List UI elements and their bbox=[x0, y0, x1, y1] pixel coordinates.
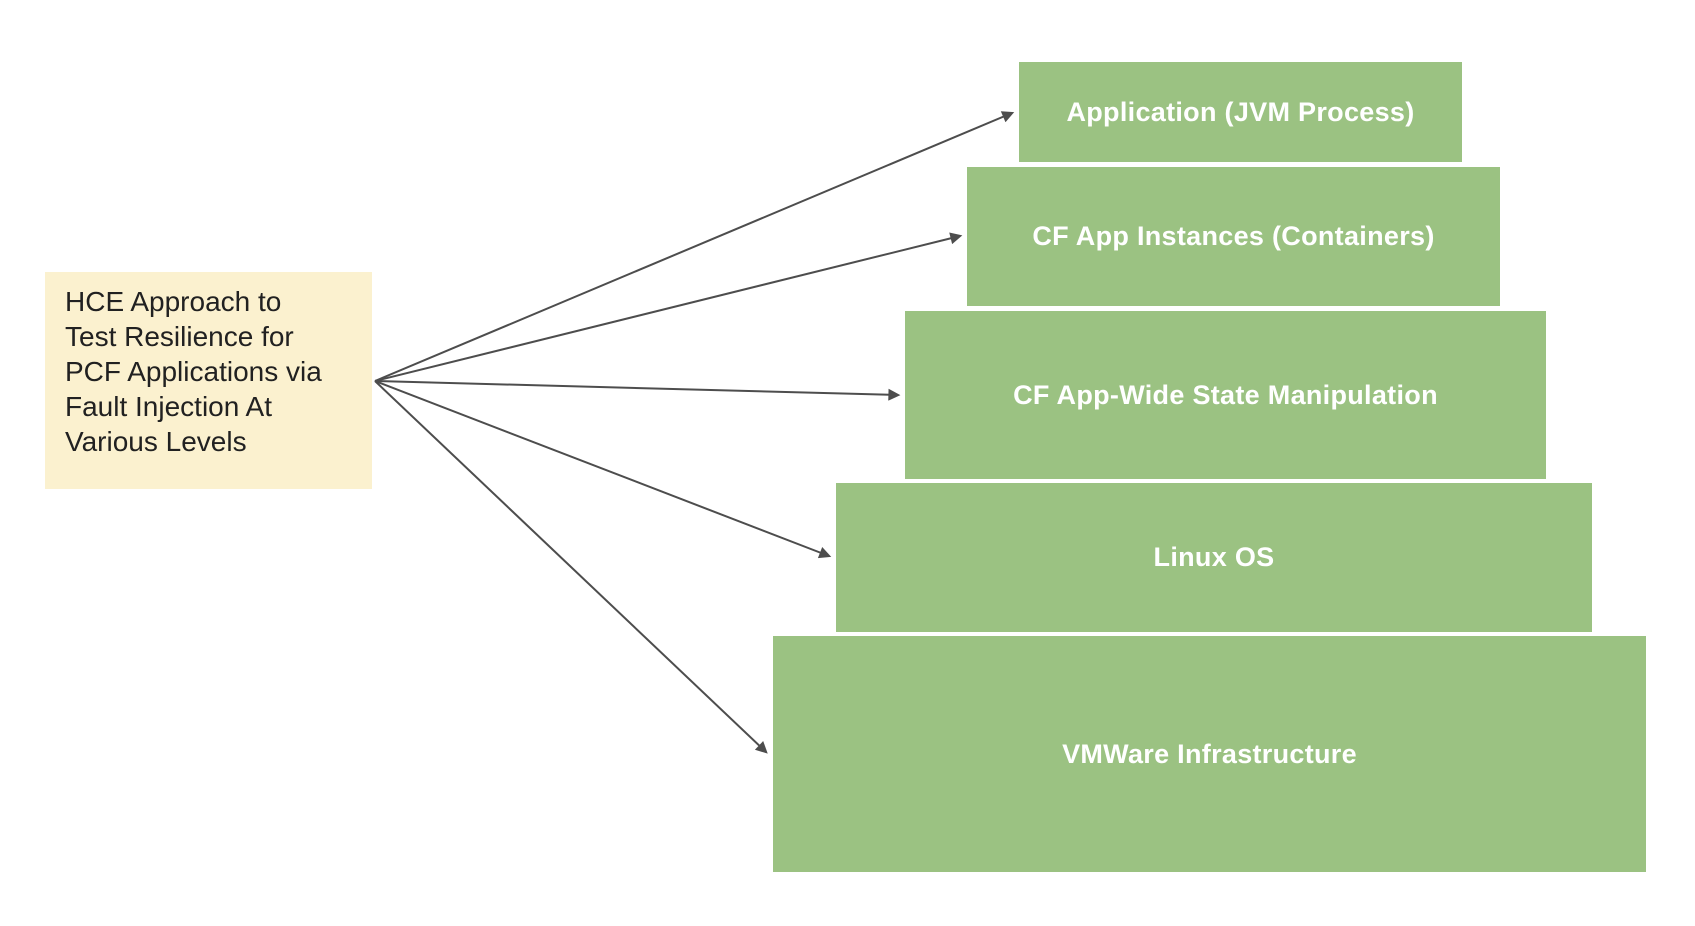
layer-application-jvm-process: Application (JVM Process) bbox=[1019, 62, 1462, 162]
arrow-to-linux-os bbox=[374, 380, 832, 559]
layer-linux-os: Linux OS bbox=[836, 483, 1592, 632]
layer-label: Linux OS bbox=[1153, 542, 1275, 572]
arrow-to-vmware-infrastructure bbox=[374, 380, 768, 754]
layer-cf-app-wide-state-manipulation: CF App-Wide State Manipulation bbox=[905, 311, 1546, 479]
source-note-text: HCE Approach to Test Resilience for PCF … bbox=[65, 286, 322, 457]
layer-cf-app-instances: CF App Instances (Containers) bbox=[967, 167, 1500, 306]
layer-label: VMWare Infrastructure bbox=[1062, 738, 1357, 769]
layer-vmware-infrastructure: VMWare Infrastructure bbox=[773, 636, 1646, 872]
arrow-to-cf-app-instances bbox=[374, 232, 963, 382]
arrow-to-cf-app-wide-state-manipulation bbox=[374, 380, 901, 401]
layer-label: Application (JVM Process) bbox=[1066, 96, 1415, 127]
layer-label: CF App-Wide State Manipulation bbox=[1013, 379, 1438, 410]
source-note: HCE Approach to Test Resilience for PCF … bbox=[45, 272, 372, 489]
layer-label: CF App Instances (Containers) bbox=[1032, 221, 1435, 251]
